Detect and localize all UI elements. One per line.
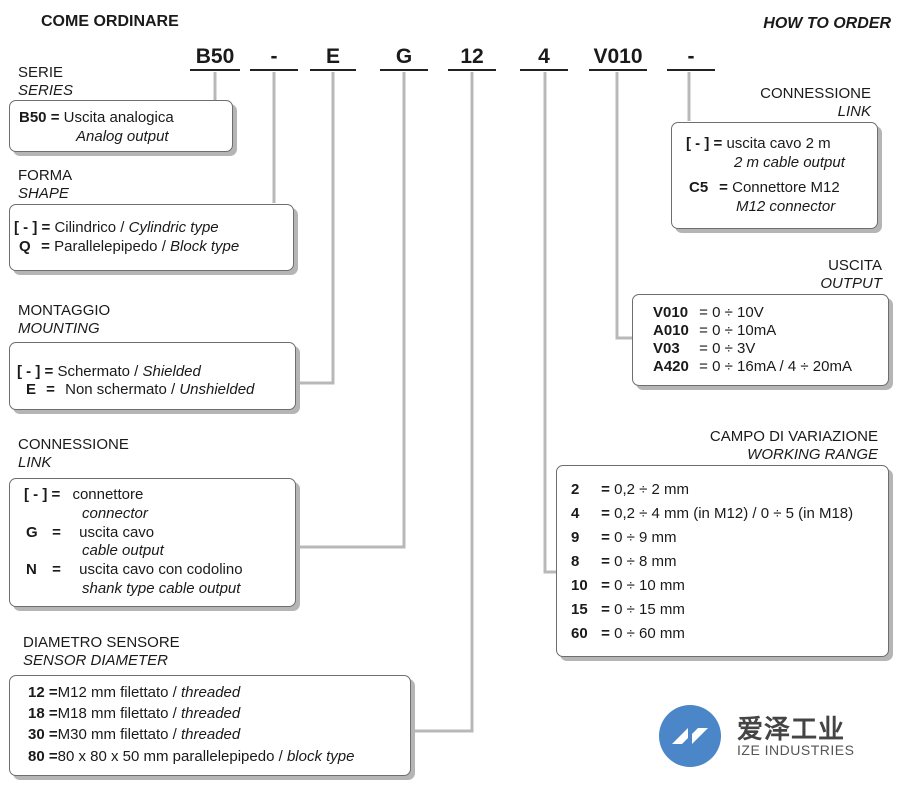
- range-row: 2 = 0,2 ÷ 2 mm: [571, 481, 690, 498]
- header-left: COME ORDINARE: [41, 13, 179, 30]
- mounting-title: MONTAGGIO MOUNTING: [18, 302, 111, 337]
- series-title: SERIE SERIES: [18, 64, 74, 99]
- range-row: 8 = 0 ÷ 8 mm: [571, 553, 677, 570]
- diameter-box: 12 =M12 mm filettato / threaded 18 =M18 …: [9, 675, 411, 776]
- link-right-row: [ - ] = uscita cavo 2 m: [686, 135, 831, 152]
- code-link-right: -: [667, 44, 715, 71]
- series-box: B50 = Uscita analogica Analog output: [9, 100, 233, 152]
- link-right-row-en: M12 connector: [736, 198, 836, 215]
- company-name-zh: 爱泽工业: [737, 714, 846, 744]
- output-row: A010 = 0 ÷ 10mA: [653, 322, 777, 339]
- mounting-row: [ - ] = Schermato / Shielded: [17, 363, 201, 380]
- shape-title: FORMA SHAPE: [18, 167, 73, 202]
- link-right-row-en: 2 m cable output: [734, 154, 845, 171]
- mounting-box: [ - ] = Schermato / Shielded E = Non sch…: [9, 342, 296, 410]
- code-diameter: 12: [448, 44, 496, 71]
- range-title: CAMPO DI VARIAZIONE WORKING RANGE: [709, 428, 878, 463]
- range-row: 9 = 0 ÷ 9 mm: [571, 529, 677, 546]
- range-row: 60 = 0 ÷ 60 mm: [571, 625, 685, 642]
- code-link: G: [380, 44, 428, 71]
- range-row: 10 = 0 ÷ 10 mm: [571, 577, 685, 594]
- link-right-box: [ - ] = uscita cavo 2 m 2 m cable output…: [671, 122, 878, 229]
- connector-mounting: [296, 72, 335, 385]
- link-right-title: CONNESSIONE LINK: [760, 85, 871, 120]
- range-row: 15 = 0 ÷ 15 mm: [571, 601, 685, 618]
- code-mounting: E: [310, 44, 356, 71]
- link-left-row: N = uscita cavo con codolino: [26, 561, 243, 578]
- output-row: V010 = 0 ÷ 10V: [653, 304, 764, 321]
- connector-output: [615, 72, 632, 340]
- code-series: B50: [190, 44, 240, 71]
- shape-box: [ - ] = Cilindrico / Cylindric type Q = …: [9, 204, 294, 271]
- link-left-row-en: connector: [82, 505, 148, 522]
- link-left-title: CONNESSIONE LINK: [18, 436, 129, 471]
- shape-row: Q = Parallelepipedo / Block type: [19, 238, 240, 255]
- link-left-row: [ - ] = connettore: [24, 486, 144, 503]
- diameter-row: 18 =M18 mm filettato / threaded: [28, 705, 241, 722]
- mounting-row: E = Non schermato / Unshielded: [26, 381, 255, 398]
- diameter-row: 12 =M12 mm filettato / threaded: [28, 684, 241, 701]
- link-left-row-en: cable output: [82, 542, 164, 559]
- series-row-en: Analog output: [76, 128, 169, 145]
- link-left-box: [ - ] = connettore connector G = uscita …: [9, 478, 296, 607]
- connector-link-left: [296, 72, 406, 549]
- link-left-row-en: shank type cable output: [82, 580, 241, 597]
- shape-row: [ - ] = Cilindrico / Cylindric type: [14, 219, 219, 236]
- output-row: A420 = 0 ÷ 16mA / 4 ÷ 20mA: [653, 358, 852, 375]
- code-output: V010: [589, 44, 647, 71]
- company-name-en: IZE INDUSTRIES: [737, 742, 855, 758]
- code-shape: -: [250, 44, 298, 71]
- company-logo-icon: [659, 705, 721, 767]
- diameter-title: DIAMETRO SENSORE SENSOR DIAMETER: [23, 634, 180, 669]
- link-right-row: C5 = Connettore M12: [689, 179, 840, 196]
- connector-diameter: [410, 72, 474, 733]
- diameter-row: 80 =80 x 80 x 50 mm parallelepipedo / bl…: [28, 748, 355, 765]
- output-row: V03 = 0 ÷ 3V: [653, 340, 756, 357]
- diameter-row: 30 =M30 mm filettato / threaded: [28, 726, 241, 743]
- connector-range: [543, 72, 559, 574]
- code-range: 4: [520, 44, 568, 71]
- range-box: 2 = 0,2 ÷ 2 mm 4 = 0,2 ÷ 4 mm (in M12) /…: [556, 465, 889, 657]
- series-row: B50 = Uscita analogica: [19, 109, 174, 126]
- range-row: 4 = 0,2 ÷ 4 mm (in M12) / 0 ÷ 5 (in M18): [571, 505, 854, 522]
- link-left-row: G = uscita cavo: [26, 524, 155, 541]
- output-title: USCITA OUTPUT: [820, 257, 882, 292]
- header-right: HOW TO ORDER: [763, 15, 891, 32]
- output-box: V010 = 0 ÷ 10V A010 = 0 ÷ 10mA V03 = 0 ÷…: [632, 294, 889, 386]
